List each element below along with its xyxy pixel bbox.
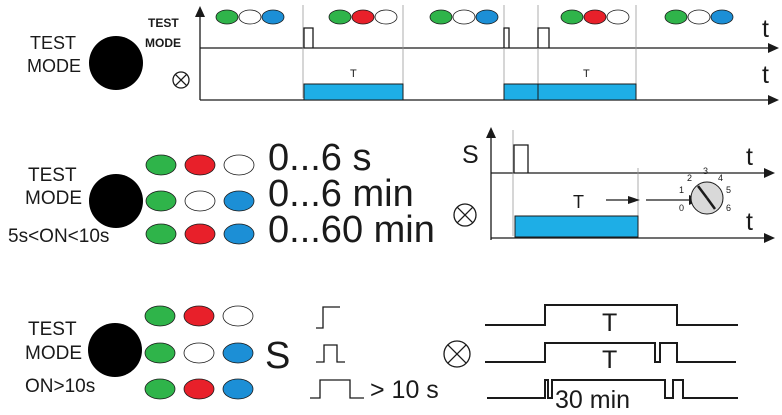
axis-S-label: S — [462, 141, 479, 169]
white-led-icon — [223, 154, 255, 176]
lamp-icon — [172, 71, 190, 89]
lamp-wave-3 — [487, 379, 738, 399]
chart-label-line1: TEST — [148, 16, 179, 30]
section2-label-line1: TEST — [28, 165, 77, 186]
green-led-icon — [144, 342, 176, 364]
svg-text:6: 6 — [726, 203, 731, 213]
range-text-2: 0...6 min — [268, 173, 414, 215]
lamp-on-bar — [514, 215, 639, 238]
blue-led-icon — [710, 9, 734, 25]
period-T-label-2: T — [583, 68, 590, 80]
green-led-icon — [664, 9, 688, 25]
section3-led-rows — [144, 305, 254, 400]
white-led-icon — [183, 342, 215, 364]
section1-led-groups — [215, 9, 734, 25]
lamp-icon — [453, 203, 477, 227]
lamp-icon — [443, 340, 471, 368]
green-led-icon — [145, 223, 177, 245]
green-led-icon — [145, 154, 177, 176]
section2-label-line2: MODE — [25, 188, 82, 209]
lamp-on-bar-1 — [303, 83, 404, 101]
section1-mode-label-line1: TEST — [30, 33, 76, 53]
white-led-icon — [184, 190, 216, 212]
white-led-icon — [238, 9, 262, 25]
section1-axis-t-label-bottom: t — [762, 61, 769, 89]
test-pulse-2 — [503, 27, 510, 48]
period-T-label-2: T — [602, 346, 617, 374]
green-led-icon — [145, 190, 177, 212]
section1-axis-t-label-top: t — [762, 15, 769, 43]
section2-axis-t-label-bottom: t — [746, 208, 753, 236]
svg-text:3: 3 — [703, 166, 708, 176]
range-text-3: 0...60 min — [268, 209, 435, 251]
svg-text:0: 0 — [679, 203, 684, 213]
red-led-icon — [351, 9, 375, 25]
lamp-wave-2 — [485, 342, 736, 363]
chart-label-line2: MODE — [145, 36, 181, 50]
white-led-icon — [687, 9, 711, 25]
section3-label-line2: MODE — [25, 343, 82, 364]
section-1: TEST MODE TEST MODE t t — [27, 5, 779, 105]
section2-label-line3: 5s<ON<10s — [8, 226, 109, 247]
test-button-icon — [89, 36, 143, 90]
red-led-icon — [184, 154, 216, 176]
green-led-icon — [429, 9, 453, 25]
red-led-icon — [183, 305, 215, 327]
lamp-wave-1 — [485, 304, 738, 326]
section2-axis-t-label-top: t — [746, 143, 753, 171]
green-led-icon — [215, 9, 239, 25]
period-T-label-1: T — [350, 68, 357, 80]
svg-text:2: 2 — [687, 173, 692, 183]
blue-led-icon — [223, 223, 255, 245]
svg-text:5: 5 — [726, 185, 731, 195]
rotary-dial-icon: 0 1 2 3 4 5 6 — [646, 166, 731, 215]
blue-led-icon — [261, 9, 285, 25]
svg-text:4: 4 — [718, 173, 723, 183]
section-3: TEST MODE ON>10s S > 10 s T T 30 min — [25, 304, 738, 414]
section1-mode-label-line2: MODE — [27, 56, 81, 76]
range-text-1: 0...6 s — [268, 137, 372, 179]
period-T-label-1: T — [602, 309, 617, 337]
green-led-icon — [144, 305, 176, 327]
white-led-icon — [374, 9, 398, 25]
section3-label-line3: ON>10s — [25, 376, 95, 397]
S-wave-pulse — [316, 344, 345, 363]
period-T-label: T — [573, 192, 584, 212]
green-led-icon — [328, 9, 352, 25]
white-led-icon — [452, 9, 476, 25]
section-2: TEST MODE 5s<ON<10s 0...6 s 0...6 min 0.… — [8, 127, 775, 251]
red-led-icon — [583, 9, 607, 25]
white-led-icon — [606, 9, 630, 25]
white-led-icon — [222, 305, 254, 327]
test-button-icon — [88, 323, 142, 377]
S-label: S — [265, 335, 290, 377]
lamp-on-bar-2 — [503, 83, 637, 101]
test-pulse-3 — [537, 27, 550, 48]
S-wave-long — [310, 379, 364, 399]
red-led-icon — [184, 223, 216, 245]
blue-led-icon — [222, 378, 254, 400]
blue-led-icon — [223, 190, 255, 212]
S-pulse — [513, 144, 529, 173]
gt-10s-label: > 10 s — [370, 376, 439, 404]
section2-led-rows — [145, 154, 255, 245]
period-30min-label: 30 min — [555, 386, 630, 414]
blue-led-icon — [222, 342, 254, 364]
red-led-icon — [183, 378, 215, 400]
green-led-icon — [144, 378, 176, 400]
svg-text:1: 1 — [679, 185, 684, 195]
test-button-icon — [89, 174, 143, 228]
S-wave-step — [316, 306, 340, 329]
blue-led-icon — [475, 9, 499, 25]
section3-label-line1: TEST — [28, 319, 77, 340]
test-pulse-1 — [303, 27, 314, 48]
green-led-icon — [560, 9, 584, 25]
